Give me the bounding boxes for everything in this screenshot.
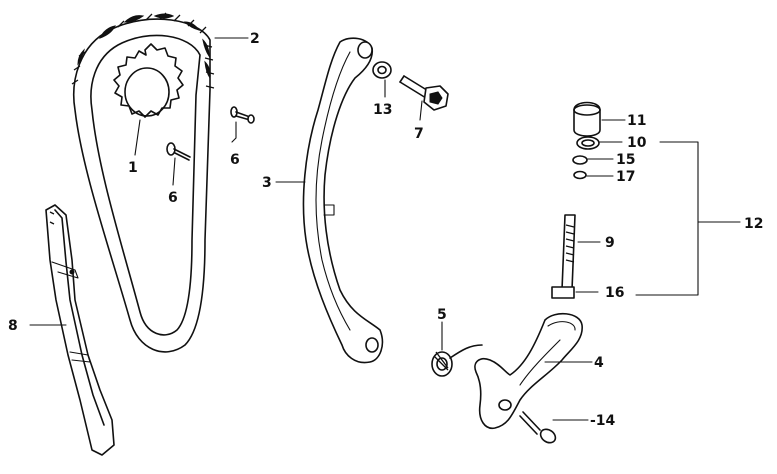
label-part-6-left: 6 bbox=[168, 190, 178, 206]
label-part-12: 12 bbox=[744, 216, 763, 232]
tensioner-arm bbox=[474, 312, 583, 429]
tensioner-spring bbox=[431, 344, 483, 377]
label-part-7: 7 bbox=[414, 126, 424, 142]
cam-chain bbox=[71, 12, 215, 353]
o-ring-17 bbox=[573, 170, 587, 180]
label-part-9: 9 bbox=[605, 235, 615, 251]
label-part-5: 5 bbox=[437, 307, 447, 323]
tensioner-rod bbox=[551, 214, 576, 299]
cam-sprocket bbox=[113, 43, 184, 118]
o-ring-15 bbox=[572, 155, 588, 165]
spring-washer bbox=[576, 136, 600, 150]
label-part-15: 15 bbox=[616, 152, 635, 168]
label-part-16: 16 bbox=[605, 285, 624, 301]
label-part-13: 13 bbox=[373, 102, 392, 118]
guide-bolt bbox=[230, 106, 255, 124]
label-part-14: -14 bbox=[590, 413, 616, 429]
washer bbox=[372, 61, 392, 79]
label-part-4: 4 bbox=[594, 355, 604, 371]
label-part-8: 8 bbox=[8, 318, 18, 334]
sprocket-bolt bbox=[166, 142, 191, 161]
tensioner-slipper bbox=[302, 37, 384, 364]
label-part-17: 17 bbox=[616, 169, 635, 185]
tensioner-cap bbox=[573, 101, 601, 137]
chain-guide-front bbox=[45, 204, 115, 456]
label-part-3: 3 bbox=[262, 175, 272, 191]
label-part-2: 2 bbox=[250, 31, 260, 47]
pivot-bolt bbox=[399, 75, 449, 111]
leader-lines bbox=[29, 37, 741, 421]
label-part-11: 11 bbox=[627, 113, 646, 129]
arm-bolt bbox=[519, 411, 557, 444]
label-part-10: 10 bbox=[627, 135, 647, 151]
label-part-1: 1 bbox=[128, 160, 138, 176]
label-part-6-right: 6 bbox=[230, 152, 240, 168]
part-labels: 1 2 3 4 5 6 6 7 8 9 10 11 12 13 -14 15 1… bbox=[8, 31, 763, 429]
